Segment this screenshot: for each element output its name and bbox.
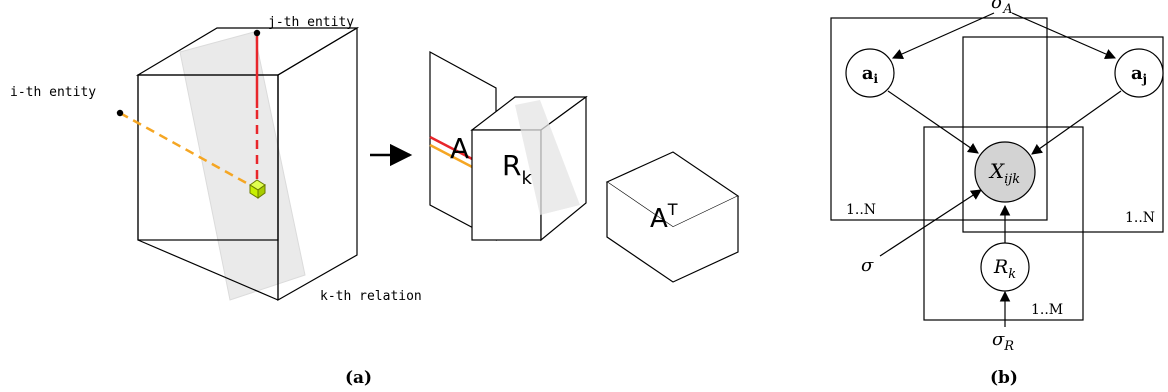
svg-text:ai: ai bbox=[862, 63, 879, 86]
svg-text:Xijk: Xijk bbox=[988, 159, 1020, 187]
sigma-a-label: σA bbox=[991, 0, 1013, 17]
tensor-cube bbox=[135, 26, 360, 302]
tensor-cell bbox=[249, 179, 266, 199]
i-entity-label: i-th entity bbox=[10, 85, 96, 100]
caption-b: (b) bbox=[990, 368, 1018, 388]
matrix-a-label: A bbox=[450, 132, 469, 165]
caption-a: (a) bbox=[345, 368, 372, 388]
panel-b: 1..N 1..N 1..M σA ai aj bbox=[830, 0, 1164, 388]
core-slice bbox=[515, 100, 580, 215]
node-a-i: ai bbox=[845, 48, 895, 98]
matrix-at: AT bbox=[605, 151, 740, 283]
node-a-j: aj bbox=[1114, 48, 1164, 98]
svg-text:aj: aj bbox=[1131, 63, 1147, 86]
core-tensor-rk: Rk bbox=[470, 95, 588, 242]
j-entity-label: j-th entity bbox=[268, 15, 354, 30]
edge-sigma-x bbox=[879, 189, 982, 257]
plate-left-label: 1..N bbox=[846, 202, 876, 218]
j-entity-dot bbox=[253, 29, 261, 37]
cube-bottom-edge bbox=[137, 239, 279, 301]
svg-text:Rk: Rk bbox=[993, 256, 1016, 282]
edge-sigmaa-aj bbox=[1011, 12, 1116, 60]
edge-ai-x bbox=[887, 90, 979, 154]
i-entity-dot bbox=[116, 109, 124, 117]
plate-right-label: 1..N bbox=[1125, 210, 1155, 226]
plate-right bbox=[962, 36, 1164, 233]
edge-aj-x bbox=[1031, 90, 1122, 155]
i-entity-line bbox=[119, 111, 251, 187]
plate-bottom bbox=[923, 126, 1084, 321]
matrix-at-label: AT bbox=[650, 200, 678, 234]
sigma-label: σ bbox=[861, 255, 874, 276]
plate-bottom-label: 1..M bbox=[1031, 302, 1063, 318]
relation-slice bbox=[179, 31, 306, 301]
edge-sigmaa-ai bbox=[892, 12, 995, 59]
node-x-ijk: Xijk bbox=[974, 141, 1036, 203]
sigma-r-label: σR bbox=[992, 329, 1014, 354]
k-relation-label: k-th relation bbox=[320, 289, 422, 304]
matrix-rk-label: Rk bbox=[502, 149, 532, 189]
panel-a: j-th entity i-th entity k-th relation A bbox=[10, 15, 740, 388]
node-r-k: Rk bbox=[980, 242, 1030, 292]
plate-left bbox=[830, 17, 1048, 221]
